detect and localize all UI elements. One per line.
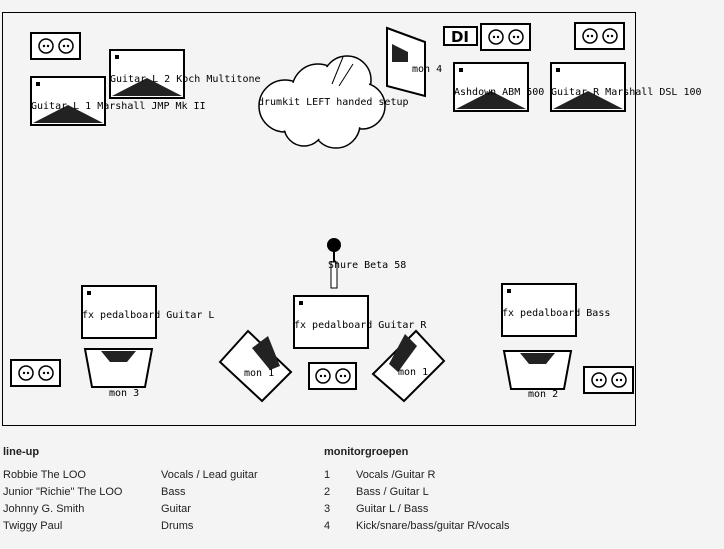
monitor-1-right-label: mon 1 bbox=[398, 367, 428, 378]
power-outlet-bottom-center bbox=[308, 362, 357, 390]
di-box: DI bbox=[443, 26, 478, 46]
monitor-1-right: mon 1 bbox=[371, 329, 446, 403]
monitor-2: mon 2 bbox=[502, 350, 573, 400]
amp-bass: Ashdown ABM 500 bbox=[453, 62, 544, 112]
pedalboard-guitar-r: fx pedalboard Guitar R bbox=[293, 295, 427, 349]
lineup-name: Junior "Richie" The LOO bbox=[3, 486, 123, 498]
lineup-role: Drums bbox=[161, 520, 194, 532]
pedalboard-bass-label: fx pedalboard Bass bbox=[502, 308, 610, 319]
pedalboard-guitar-l-label: fx pedalboard Guitar L bbox=[82, 310, 214, 321]
monitor-3-label: mon 3 bbox=[109, 388, 139, 399]
lineup-name: Twiggy Paul bbox=[3, 520, 63, 532]
monitorgroup-number: 1 bbox=[324, 469, 331, 481]
monitor-2-label: mon 2 bbox=[528, 389, 558, 400]
power-outlet-bottom-right bbox=[583, 366, 634, 394]
power-outlet-top-di bbox=[480, 23, 531, 51]
microphone-label: Shure Beta 58 bbox=[328, 260, 406, 271]
amp-guitar-l1: Guitar L 1 Marshall JMP Mk II bbox=[30, 76, 206, 126]
amp-guitar-r-label: Guitar R Marshall DSL 100 bbox=[551, 87, 702, 98]
monitorgroup-desc: Vocals /Guitar R bbox=[356, 469, 436, 481]
monitorgroups-heading: monitorgroepen bbox=[324, 446, 409, 458]
amp-guitar-l2-label: Guitar L 2 Koch Multitone bbox=[110, 74, 261, 85]
power-outlet-bottom-left bbox=[10, 359, 61, 387]
lineup-role: Vocals / Lead guitar bbox=[161, 469, 258, 481]
amp-guitar-r: Guitar R Marshall DSL 100 bbox=[550, 62, 702, 112]
pedalboard-guitar-l: fx pedalboard Guitar L bbox=[81, 285, 214, 339]
power-outlet-top-left bbox=[30, 32, 81, 60]
monitorgroup-number: 2 bbox=[324, 486, 331, 498]
lineup-heading: line-up bbox=[3, 446, 40, 458]
lineup-role: Bass bbox=[161, 486, 186, 498]
microphone: Shure Beta 58 bbox=[327, 238, 406, 289]
drumkit-cloud: drumkit LEFT handed setup bbox=[258, 55, 409, 149]
stage-plot: DI Guitar L 2 Koch Multitone Guitar L 1 … bbox=[10, 22, 702, 403]
monitor-3: mon 3 bbox=[83, 348, 154, 399]
lineup-role: Guitar bbox=[161, 503, 191, 515]
lineup-name: Robbie The LOO bbox=[3, 469, 86, 481]
monitor-1-left: mon 1 bbox=[218, 329, 293, 403]
di-label: DI bbox=[451, 28, 469, 46]
monitorgroup-desc: Bass / Guitar L bbox=[356, 486, 429, 498]
monitor-4-label: mon 4 bbox=[412, 64, 442, 75]
monitorgroup-number: 3 bbox=[324, 503, 331, 515]
lineup-name: Johnny G. Smith bbox=[3, 503, 85, 515]
amp-guitar-l1-label: Guitar L 1 Marshall JMP Mk II bbox=[31, 101, 206, 112]
monitorgroup-number: 4 bbox=[324, 520, 331, 532]
monitor-1-left-label: mon 1 bbox=[244, 368, 274, 379]
drumkit-label: drumkit LEFT handed setup bbox=[258, 97, 409, 108]
amp-guitar-l2: Guitar L 2 Koch Multitone bbox=[109, 49, 261, 99]
power-outlet-top-right bbox=[574, 22, 625, 50]
pedalboard-guitar-r-label: fx pedalboard Guitar R bbox=[294, 320, 427, 331]
monitor-4: mon 4 bbox=[386, 26, 442, 98]
pedalboard-bass: fx pedalboard Bass bbox=[501, 283, 610, 337]
monitorgroup-desc: Kick/snare/bass/guitar R/vocals bbox=[356, 520, 510, 532]
monitorgroup-desc: Guitar L / Bass bbox=[356, 503, 429, 515]
amp-bass-label: Ashdown ABM 500 bbox=[454, 87, 544, 98]
